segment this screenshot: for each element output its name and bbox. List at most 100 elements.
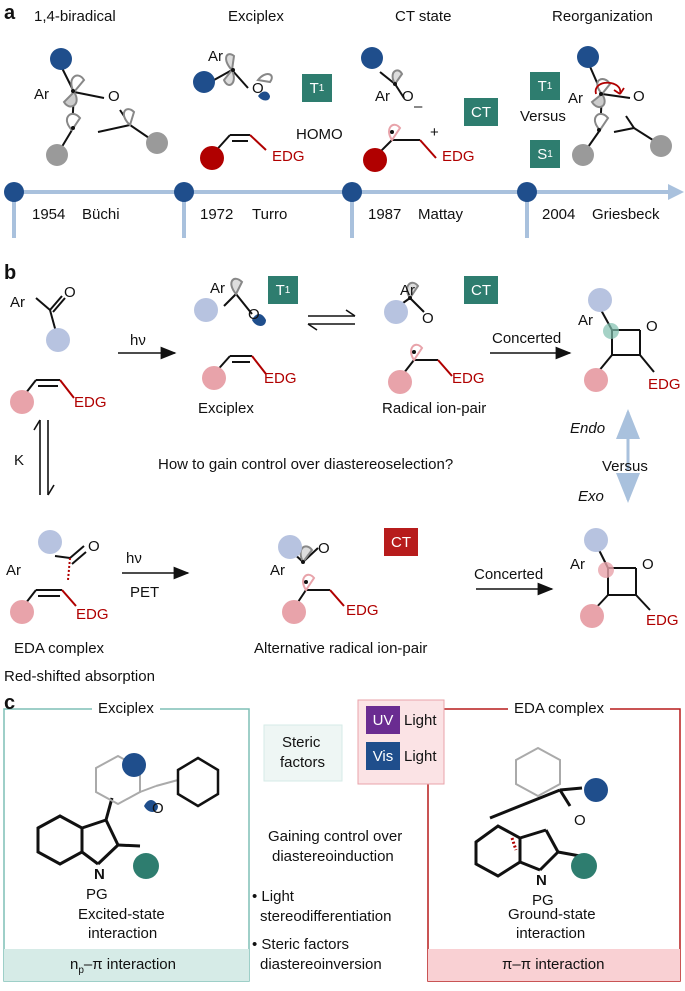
uv-badge: UV [366,706,400,734]
label-edg: EDG [452,370,485,387]
biradical-structure [59,65,153,151]
exciplex-structure [211,53,273,156]
label-edg: EDG [646,612,679,629]
label-hv: hν [130,332,146,349]
label-radical-ion-pair: Radical ion-pair [382,400,487,417]
bullet-1-b: stereodifferentiation [260,908,392,925]
label-versus: Versus [520,108,566,125]
ct-text: CT [471,103,491,121]
label-o: O [402,88,414,105]
right-footer: π–π interaction [502,956,605,973]
ct-badge-b: CT [464,276,498,304]
label-n: N [94,866,105,883]
panel-a-letter: a [4,2,16,24]
vis-light: Light [404,748,437,765]
reorganization-structure [585,61,657,151]
timeline-name: Griesbeck [592,206,660,223]
label-ar: Ar [210,280,225,297]
bullet-2: • Steric factors [252,936,349,953]
right-caption-2: interaction [516,925,586,942]
label-o: O [88,538,100,555]
center-line-1: Gaining control over [268,828,403,845]
t1-text: T [309,79,319,97]
label-edg: EDG [442,148,475,165]
t1-sub: 1 [318,82,325,94]
footer-n: n [70,956,79,973]
timeline [4,182,684,238]
panel-c-letter: c [4,692,16,714]
label-edg: EDG [74,394,107,411]
steric-line-2: factors [280,754,326,771]
label-alt-radical: Alternative radical ion-pair [254,640,428,657]
label-edg: EDG [264,370,297,387]
label-concerted: Concerted [492,330,562,347]
timeline-year: 1987 [368,206,402,223]
ct-badge-alt: CT [384,528,418,556]
bullet-1: • Light [252,888,294,905]
ct-badge-a: CT [464,98,498,126]
eda-complex-structure [21,545,87,609]
label-exciplex: Exciplex [198,400,254,417]
timeline-year: 1972 [200,206,234,223]
label-edg: EDG [648,376,681,393]
t1-text: T [275,281,285,299]
t1-text: T [537,77,547,95]
label-o: O [318,540,330,557]
label-o: O [633,88,645,105]
left-footer: np–π interaction [70,956,176,976]
vis-text: Vis [372,747,394,765]
label-o: O [422,310,434,327]
label-homo: HOMO [296,126,343,143]
ct-text: CT [391,533,411,551]
label-n: N [536,872,547,889]
label-o: O [152,800,164,817]
bullet-2-a: Steric factors [261,936,349,953]
label-exo: Exo [578,488,604,505]
label-ar: Ar [6,562,21,579]
vis-badge: Vis [366,742,400,770]
label-edg: EDG [346,602,379,619]
header-reorganization: Reorganization [552,8,653,25]
label-versus: Versus [602,458,648,475]
timeline-name: Turro [252,206,288,223]
label-concerted: Concerted [474,566,544,583]
steric-line-1: Steric [282,734,321,751]
label-ar: Ar [208,48,223,65]
label-eda-complex: EDA complex [14,640,105,657]
left-title: Exciplex [92,700,160,717]
right-title: EDA complex [508,700,611,717]
timeline-year: 2004 [542,206,576,223]
label-ar: Ar [570,556,585,573]
label-ar: Ar [568,90,583,107]
t1-sub: 1 [284,284,291,296]
label-k: K [14,452,25,469]
label-ar: Ar [375,88,390,105]
header-ct-state: CT state [395,8,452,25]
indole-left [36,797,141,866]
label-red-shift: Red-shifted absorption [4,668,155,685]
label-minus: – [414,98,423,115]
biradical-substituent [50,48,72,70]
label-ar: Ar [34,86,49,103]
label-o: O [248,306,260,323]
label-o: O [646,318,658,335]
timeline-name: Mattay [418,206,464,223]
label-ar: Ar [400,282,415,299]
footer-p: p [78,965,84,976]
indole-right [474,824,581,878]
label-pet: PET [130,584,160,601]
left-caption-2: interaction [88,925,158,942]
left-caption-1: Excited-state [78,906,165,923]
label-hv: hν [126,550,142,567]
label-edg: EDG [272,148,305,165]
t1-sub: 1 [546,80,553,92]
panel-b-letter: b [4,262,17,284]
bullet-2-b: diastereoinversion [260,956,382,973]
label-o: O [642,556,654,573]
ct-text: CT [471,281,491,299]
uv-text: UV [372,711,394,729]
label-plus: + [430,124,439,141]
